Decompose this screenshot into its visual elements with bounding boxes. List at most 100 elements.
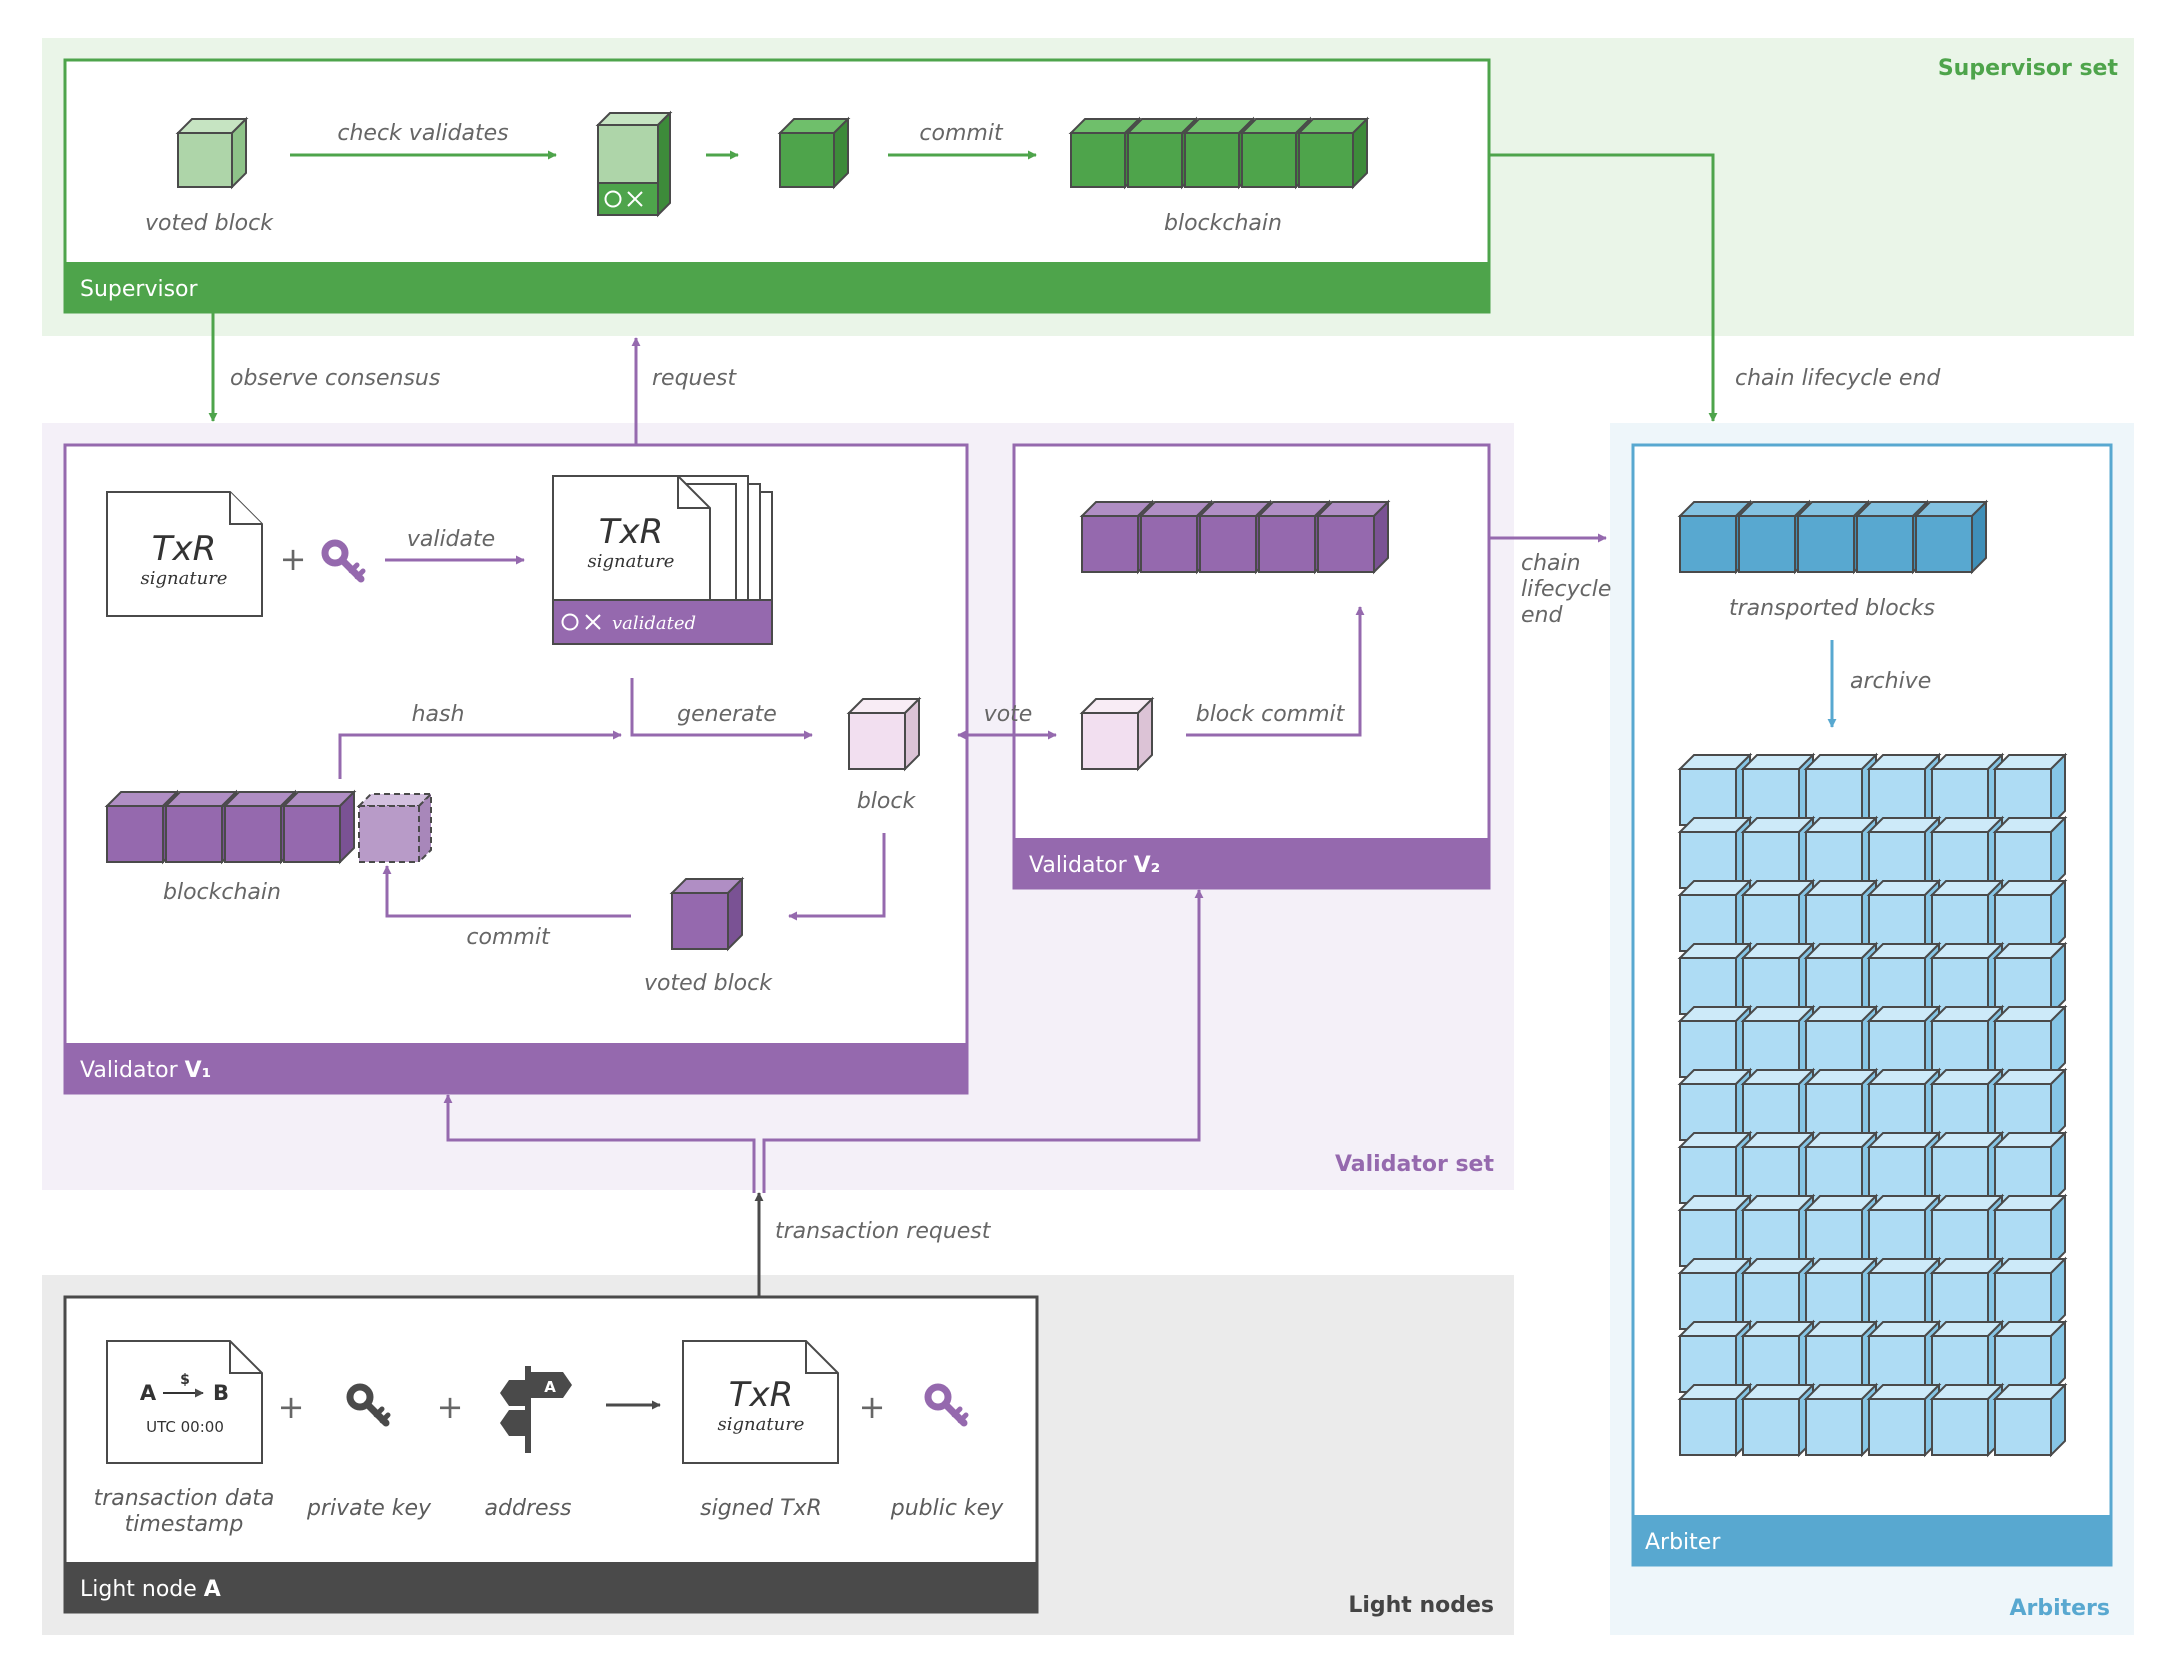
voted-block-cube — [669, 876, 745, 952]
new-block-cube — [846, 696, 922, 772]
archived-block-cube — [1803, 1067, 1879, 1143]
archive-label: archive — [1850, 669, 1931, 694]
archived-block-cube — [1677, 815, 1753, 891]
archived-block-cube — [1929, 752, 2005, 828]
archived-block-cube — [1992, 1004, 2068, 1080]
archived-block-cube — [1740, 1382, 1816, 1458]
archived-block-cube — [1677, 878, 1753, 954]
archived-block-cube — [1803, 1382, 1879, 1458]
archived-block-cube — [1740, 1193, 1816, 1269]
transported-block-cube — [1913, 499, 1989, 575]
transaction-data-label: transaction data — [94, 1486, 275, 1511]
hash-label: hash — [412, 702, 465, 727]
archived-block-cube — [1740, 941, 1816, 1017]
transported-block-cube — [1736, 499, 1812, 575]
chain-lifecycle-end-label-side-1: chain — [1521, 551, 1581, 576]
new-block-icon — [846, 696, 922, 772]
svg-text:B: B — [213, 1381, 229, 1405]
key-shape — [321, 539, 366, 583]
archived-block-cube — [1992, 878, 2068, 954]
block-cube — [1079, 696, 1155, 772]
svg-text:signature: signature — [141, 568, 228, 589]
archived-block-cube — [1992, 1319, 2068, 1395]
archived-block-cube — [1866, 1004, 1942, 1080]
new-block-label: block — [857, 789, 917, 814]
signed-txr-label: signed TxR — [700, 1496, 822, 1521]
archived-block-cube — [1992, 1193, 2068, 1269]
archived-block-cube — [1929, 1193, 2005, 1269]
archived-block-cube — [1929, 1130, 2005, 1206]
request-label: request — [652, 366, 737, 391]
chain-lifecycle-end-arrow-top — [1489, 153, 1718, 422]
svg-text:TxR: TxR — [599, 512, 664, 552]
key-shape — [346, 1383, 391, 1427]
validator-v1-node: Validator V₁ — [63, 443, 969, 1095]
archived-block-cube — [1992, 1130, 2068, 1206]
archived-block-cube — [1803, 1004, 1879, 1080]
archived-block-cube — [1803, 1256, 1879, 1332]
archived-block-cube — [1866, 941, 1942, 1017]
archived-block-cube — [1992, 1067, 2068, 1143]
chain-lifecycle-end-label-top: chain lifecycle end — [1735, 366, 1941, 391]
archived-block-cube — [1677, 941, 1753, 1017]
chain-block-cube — [1315, 499, 1391, 575]
voted-block-cube — [175, 116, 249, 190]
archived-block-cube — [1929, 1319, 2005, 1395]
archived-block-cube — [1740, 1067, 1816, 1143]
txr-document-icon: TxR signature — [106, 491, 263, 617]
archived-block-cube — [1803, 752, 1879, 828]
archived-block-cube — [1866, 1067, 1942, 1143]
block-commit-arrow — [1186, 606, 1365, 737]
supervisor-node: Supervisor — [63, 58, 1491, 314]
transported-block-cube — [1854, 499, 1930, 575]
to-validator-v1-arrow — [443, 1094, 756, 1193]
svg-text:signature: signature — [588, 551, 675, 572]
plus-sign: + — [859, 1388, 886, 1426]
generate-label: generate — [677, 702, 777, 727]
validator-v1-blockchain-label: blockchain — [163, 880, 281, 905]
validator-v1-blockchain-icon — [104, 789, 357, 865]
transported-blocks-label: transported blocks — [1729, 596, 1935, 621]
voted-block-label: voted block — [644, 971, 773, 996]
svg-text:signature: signature — [718, 1414, 805, 1435]
archived-block-cube — [1992, 1256, 2068, 1332]
to-validator-v2-arrow — [762, 889, 1204, 1193]
validate-label: validate — [407, 527, 495, 552]
block-to-voted-arrow — [788, 833, 886, 921]
block-commit-label: block commit — [1196, 702, 1346, 727]
vote-label: vote — [984, 702, 1033, 727]
committed-block-cube — [777, 116, 851, 190]
private-key-icon — [346, 1383, 391, 1427]
archived-block-cube — [1866, 1193, 1942, 1269]
archived-block-cube — [1740, 1256, 1816, 1332]
archived-block-cube — [1803, 878, 1879, 954]
archived-block-cube — [1740, 1004, 1816, 1080]
archived-block-cube — [1866, 1319, 1942, 1395]
svg-text:A: A — [140, 1381, 157, 1405]
hash-arrow — [338, 730, 622, 779]
public-key-icon — [924, 1383, 969, 1427]
archived-block-cube — [1803, 1193, 1879, 1269]
archived-block-cube — [1992, 1382, 2068, 1458]
archived-block-cube — [1929, 1004, 2005, 1080]
check-validates-label: check validates — [337, 121, 508, 146]
archived-block-cube — [1866, 752, 1942, 828]
archived-block-cube — [1866, 1130, 1942, 1206]
validator-v1-commit-arrow — [382, 865, 631, 918]
arbiter-title: Arbiter — [1645, 1530, 1721, 1555]
validator-v2-block-icon — [1079, 696, 1155, 772]
archived-block-cube — [1740, 878, 1816, 954]
validator-v1-commit-label: commit — [466, 925, 551, 950]
supervisor-commit-label: commit — [919, 121, 1004, 146]
archived-block-cube — [1866, 1382, 1942, 1458]
chain-lifecycle-end-label-side-2: lifecycle — [1521, 577, 1611, 602]
validator-v2-blockchain-icon — [1079, 499, 1391, 575]
supervisor-committed-block-icon — [777, 116, 851, 190]
svg-text:A: A — [544, 1378, 556, 1396]
archived-block-cube — [1929, 1382, 2005, 1458]
pending-block-icon — [356, 791, 434, 865]
chain-block-cube — [222, 789, 298, 865]
supervisor-set-label: Supervisor set — [1938, 56, 2119, 81]
svg-text:UTC 00:00: UTC 00:00 — [146, 1418, 224, 1436]
archived-block-cube — [1929, 878, 2005, 954]
